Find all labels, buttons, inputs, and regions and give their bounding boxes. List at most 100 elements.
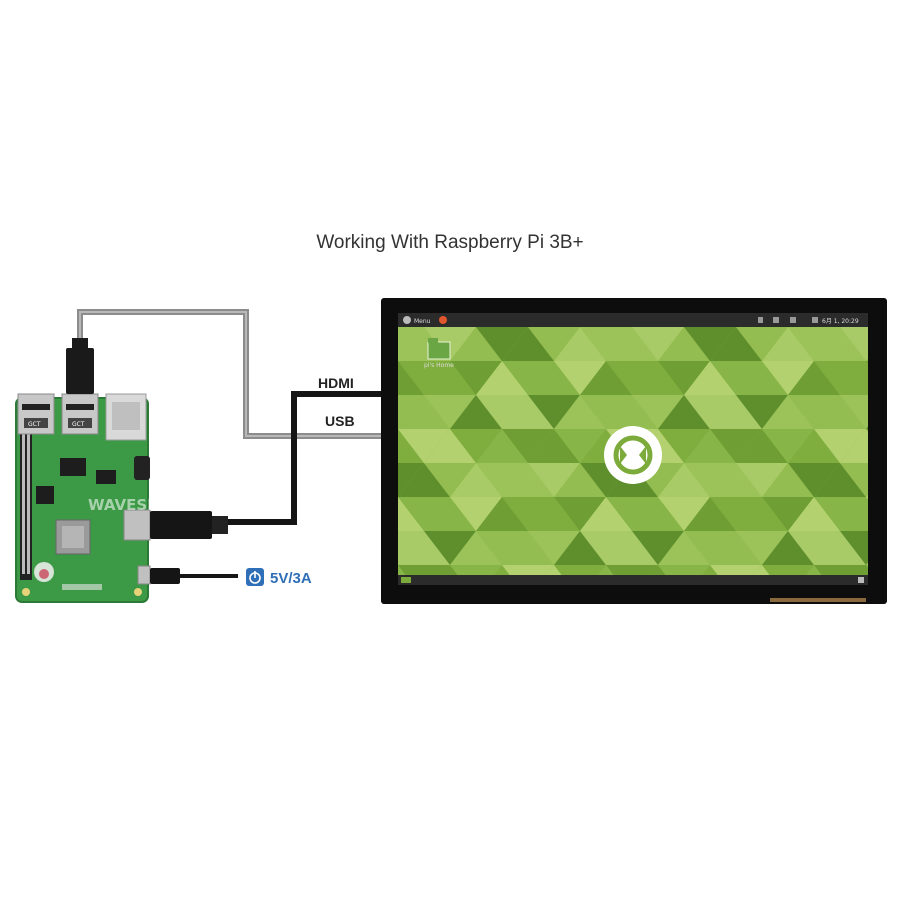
wallpaper-triangle — [658, 463, 710, 497]
wallpaper-triangle — [736, 531, 788, 565]
wallpaper-triangle — [710, 429, 762, 463]
wallpaper-triangle — [450, 565, 502, 575]
wallpaper-triangle — [494, 565, 510, 575]
wallpaper-triangle — [502, 429, 554, 463]
wallpaper-triangle — [528, 497, 580, 531]
wallpaper-triangle — [762, 395, 814, 429]
wallpaper-triangle — [762, 497, 814, 531]
wallpaper-triangle — [754, 565, 770, 575]
wallpaper-triangle — [554, 395, 606, 429]
wallpaper-triangle — [502, 395, 554, 429]
hdmi-label: HDMI — [318, 375, 354, 391]
lcd-monitor: Menu 6月 1, 20:29 pi's Home — [381, 298, 900, 633]
wallpaper-triangle — [736, 497, 788, 531]
wallpaper-triangle — [658, 429, 710, 463]
wallpaper-triangle — [632, 395, 684, 429]
wallpaper-triangle — [632, 531, 684, 565]
wallpaper-triangle — [632, 497, 684, 531]
wallpaper-triangle — [840, 599, 892, 633]
wallpaper-triangle — [528, 395, 580, 429]
wallpaper-triangle — [450, 531, 502, 565]
wallpaper-triangle — [788, 599, 840, 633]
taskbar-menu-label: Menu — [414, 318, 431, 325]
wallpaper-triangle — [632, 599, 684, 633]
volume-icon — [790, 317, 796, 323]
wallpaper-triangle — [762, 565, 814, 575]
wallpaper-triangle — [736, 429, 788, 463]
top-taskbar — [398, 313, 868, 327]
raspberry-pi-board: GCT GCT WAVESHARE — [15, 393, 193, 603]
wallpaper-triangle — [450, 327, 502, 361]
wallpaper-triangle — [502, 497, 554, 531]
wallpaper-triangle — [840, 395, 868, 429]
wallpaper-triangle — [840, 429, 868, 463]
wallpaper-triangle — [736, 327, 788, 361]
wallpaper-triangle — [840, 531, 868, 565]
wallpaper-triangle — [762, 327, 814, 361]
power-indicator: 5V/3A — [246, 568, 312, 587]
wallpaper-triangle — [788, 463, 840, 497]
wallpaper-triangle — [606, 599, 658, 633]
wallpaper-triangle — [598, 565, 614, 575]
wallpaper-triangle — [892, 599, 900, 633]
wallpaper-triangle — [814, 361, 866, 395]
bluetooth-icon — [758, 317, 763, 323]
wallpaper-triangle — [476, 531, 528, 565]
wallpaper-triangle — [736, 395, 788, 429]
wallpaper-triangle — [762, 599, 814, 633]
wallpaper-triangle — [840, 327, 868, 361]
wallpaper-triangle — [788, 429, 840, 463]
menu-icon — [403, 316, 411, 324]
wallpaper-triangle — [424, 361, 476, 395]
wallpaper-triangle — [892, 565, 900, 599]
wallpaper-triangle — [892, 531, 900, 565]
wallpaper-triangle — [788, 327, 840, 361]
wallpaper-triangle — [788, 531, 840, 565]
wallpaper-triangle — [442, 565, 458, 575]
wallpaper-triangle — [866, 494, 868, 497]
wallpaper-triangle — [710, 531, 762, 565]
wallpaper-triangle — [528, 531, 580, 565]
wallpaper-triangle — [814, 599, 866, 633]
browser-icon — [439, 316, 447, 324]
wallpaper-triangle — [866, 426, 868, 429]
wallpaper-triangle — [762, 463, 814, 497]
usb-plug — [66, 338, 94, 394]
wallpaper-triangle — [450, 429, 502, 463]
wallpaper-triangle — [424, 599, 476, 633]
usb-chip-label-right: GCT — [72, 421, 85, 428]
wallpaper-triangle — [398, 565, 406, 575]
wallpaper-triangle — [398, 463, 450, 497]
wallpaper-triangle — [892, 327, 900, 361]
wallpaper-triangle — [580, 531, 632, 565]
wallpaper-triangle — [424, 429, 476, 463]
usb-label: USB — [325, 413, 355, 429]
wallpaper-triangle — [476, 327, 528, 361]
wallpaper-triangle — [866, 565, 868, 568]
wallpaper-triangle — [606, 497, 658, 531]
wallpaper-triangle — [632, 327, 684, 361]
wallpaper-triangle — [788, 497, 840, 531]
wallpaper-triangle — [528, 327, 580, 361]
wallpaper-triangle — [710, 599, 762, 633]
wallpaper-triangle — [806, 565, 822, 575]
wallpaper-triangle — [814, 395, 866, 429]
wallpaper-triangle — [814, 497, 866, 531]
wallpaper-triangle — [580, 497, 632, 531]
wallpaper-triangle — [736, 463, 788, 497]
wallpaper-triangle — [398, 599, 450, 633]
wallpaper-triangle — [684, 361, 736, 395]
wallpaper-triangle — [476, 361, 528, 395]
hdmi-cable — [225, 391, 383, 525]
wallpaper-triangle — [502, 327, 554, 361]
wallpaper-triangle — [814, 463, 866, 497]
wallpaper-triangle — [580, 327, 632, 361]
wallpaper-triangle — [424, 497, 476, 531]
bottom-taskbar — [398, 575, 868, 585]
wallpaper-triangle — [450, 497, 502, 531]
wallpaper-triangle — [554, 463, 606, 497]
wallpaper-triangle — [684, 599, 736, 633]
wallpaper-triangle — [892, 497, 900, 531]
wallpaper-triangle — [684, 395, 736, 429]
wallpaper-triangle — [866, 429, 868, 432]
